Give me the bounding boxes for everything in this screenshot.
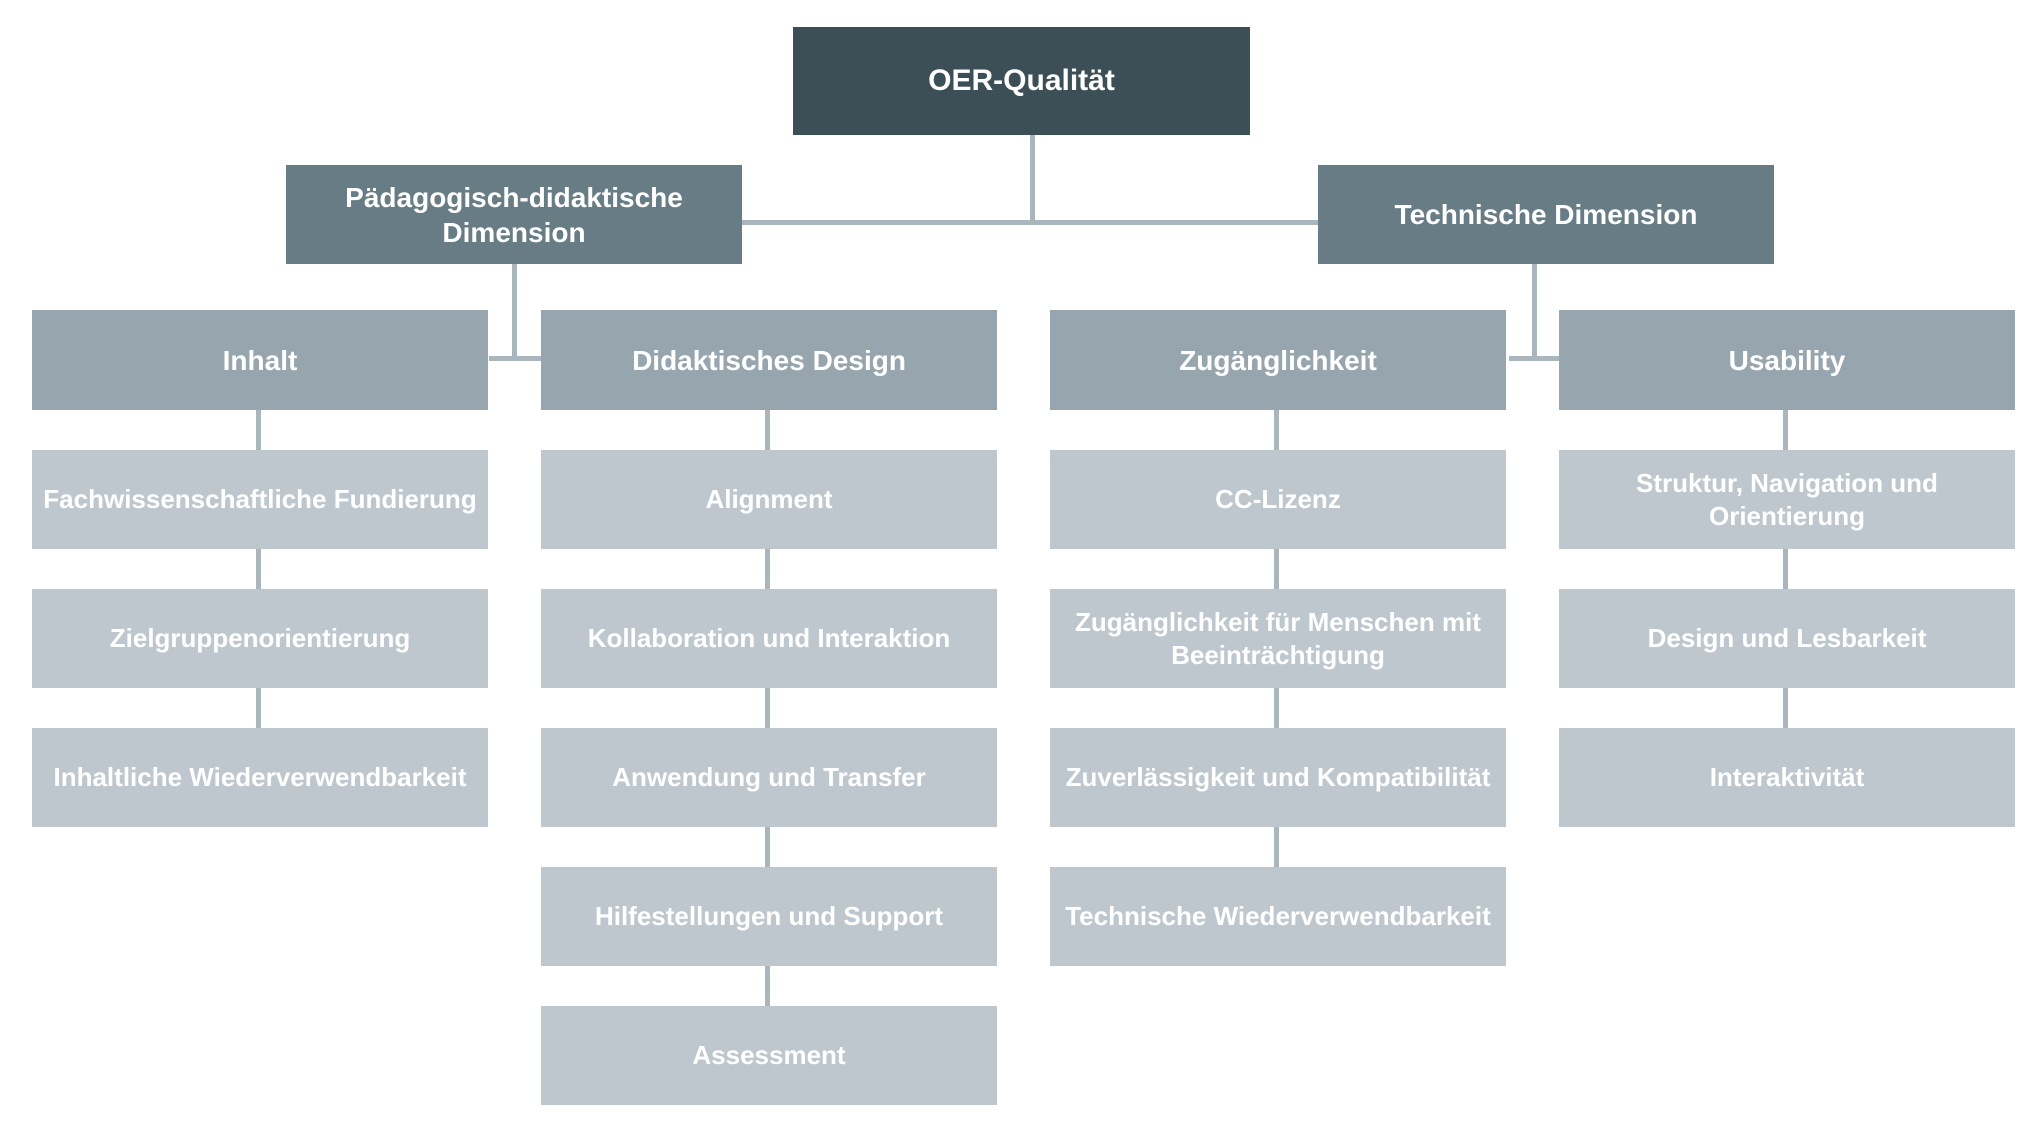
node-leaf-struktur-navigation-und-orientierung[interactable]: Struktur, Navigation und Orientierung xyxy=(1559,450,2015,549)
node-leaf-kollaboration-und-interaktion[interactable]: Kollaboration und Interaktion xyxy=(541,589,997,688)
node-label: Usability xyxy=(1728,344,1846,376)
node-label: Zuverlässigkeit und Kompatibilität xyxy=(1065,762,1491,793)
node-label: Anwendung und Transfer xyxy=(612,762,926,793)
node-label: Alignment xyxy=(705,484,833,515)
node-leaf-zuverlaessigkeit-und-kompatibilitaet[interactable]: Zuverlässigkeit und Kompatibilität xyxy=(1050,728,1506,827)
node-leaf-inhaltliche-wiederverwendbarkeit[interactable]: Inhaltliche Wiederverwendbarkeit xyxy=(32,728,488,827)
connector-col3-seg2 xyxy=(1274,549,1279,589)
node-label: Zugänglichkeit für Menschen mit Beeinträ… xyxy=(1075,607,1481,670)
node-label: Hilfestellungen und Support xyxy=(594,901,944,932)
node-dimension-paedagogisch-didaktisch[interactable]: Pädagogisch-didaktische Dimension xyxy=(286,165,742,264)
connector-cat-spine-right xyxy=(1509,356,1567,361)
connector-dim-right-down xyxy=(1532,264,1537,360)
connector-cat-spine-left xyxy=(489,356,547,361)
node-leaf-assessment[interactable]: Assessment xyxy=(541,1006,997,1105)
node-leaf-zielgruppenorientierung[interactable]: Zielgruppenorientierung xyxy=(32,589,488,688)
node-leaf-hilfestellungen-und-support[interactable]: Hilfestellungen und Support xyxy=(541,867,997,966)
connector-dim-left-down xyxy=(512,264,517,360)
node-label: Didaktisches Design xyxy=(632,344,906,376)
connector-col1-seg3 xyxy=(256,688,261,728)
node-label: Interaktivität xyxy=(1709,762,1865,793)
node-leaf-zugaenglichkeit-fuer-menschen-mit-beeintraechtigung[interactable]: Zugänglichkeit für Menschen mit Beeinträ… xyxy=(1050,589,1506,688)
connector-col3-seg1 xyxy=(1274,410,1279,450)
node-label: Inhalt xyxy=(222,344,298,376)
node-leaf-interaktivitaet[interactable]: Interaktivität xyxy=(1559,728,2015,827)
connector-col4-seg1 xyxy=(1783,410,1788,450)
node-root-oer-qualitaet[interactable]: OER-Qualität xyxy=(793,27,1250,135)
connector-col3-seg4 xyxy=(1274,827,1279,867)
connector-col2-seg3 xyxy=(765,688,770,728)
node-label: Zugänglichkeit xyxy=(1179,344,1377,376)
node-label: Zielgruppenorientierung xyxy=(109,623,411,654)
node-label: OER-Qualität xyxy=(928,64,1115,98)
node-label: Technische Wiederverwendbarkeit xyxy=(1065,901,1491,932)
connector-col2-seg4 xyxy=(765,827,770,867)
node-leaf-technische-wiederverwendbarkeit[interactable]: Technische Wiederverwendbarkeit xyxy=(1050,867,1506,966)
node-label: Design und Lesbarkeit xyxy=(1647,623,1927,654)
node-label: Pädagogisch-didaktische Dimension xyxy=(345,181,683,248)
node-label: CC-Lizenz xyxy=(1215,484,1341,515)
node-label: Fachwissenschaftliche Fundierung xyxy=(43,484,477,515)
connector-col2-seg2 xyxy=(765,549,770,589)
node-label: Assessment xyxy=(692,1040,846,1071)
node-leaf-cc-lizenz[interactable]: CC-Lizenz xyxy=(1050,450,1506,549)
connector-dimension-spine xyxy=(741,220,1319,225)
node-leaf-design-und-lesbarkeit[interactable]: Design und Lesbarkeit xyxy=(1559,589,2015,688)
node-category-usability[interactable]: Usability xyxy=(1559,310,2015,410)
connector-col2-seg1 xyxy=(765,410,770,450)
connector-col1-seg2 xyxy=(256,549,261,589)
node-dimension-technisch[interactable]: Technische Dimension xyxy=(1318,165,1774,264)
node-label: Inhaltliche Wiederverwendbarkeit xyxy=(53,762,467,793)
node-category-didaktisches-design[interactable]: Didaktisches Design xyxy=(541,310,997,410)
connector-col3-seg3 xyxy=(1274,688,1279,728)
connector-root-down xyxy=(1030,135,1035,222)
node-label: Technische Dimension xyxy=(1394,199,1698,230)
connector-col4-seg2 xyxy=(1783,549,1788,589)
node-leaf-alignment[interactable]: Alignment xyxy=(541,450,997,549)
node-leaf-fachwissenschaftliche-fundierung[interactable]: Fachwissenschaftliche Fundierung xyxy=(32,450,488,549)
node-category-zugaenglichkeit[interactable]: Zugänglichkeit xyxy=(1050,310,1506,410)
connector-col1-seg1 xyxy=(256,410,261,450)
connector-col4-seg3 xyxy=(1783,688,1788,728)
node-category-inhalt[interactable]: Inhalt xyxy=(32,310,488,410)
node-label: Kollaboration und Interaktion xyxy=(587,623,951,654)
node-leaf-anwendung-und-transfer[interactable]: Anwendung und Transfer xyxy=(541,728,997,827)
node-label: Struktur, Navigation und Orientierung xyxy=(1636,468,1938,531)
connector-col2-seg5 xyxy=(765,966,770,1006)
